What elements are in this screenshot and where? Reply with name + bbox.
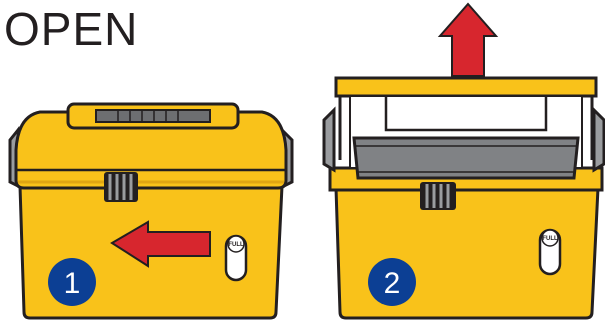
up-arrow-icon (440, 4, 496, 76)
full-indicator-icon: FULL (226, 236, 246, 280)
step-number: 1 (64, 267, 81, 300)
full-indicator-icon: FULL (540, 230, 560, 274)
step-number: 2 (384, 267, 401, 300)
latch-grip-icon (104, 172, 138, 202)
full-label: FULL (542, 236, 558, 242)
filter-cartridge (354, 138, 578, 178)
full-label: FULL (228, 242, 244, 248)
canister-open: FULL 2 (324, 4, 604, 318)
latch-grip-icon (420, 182, 456, 210)
canister-closed: FULL 1 (10, 104, 292, 318)
